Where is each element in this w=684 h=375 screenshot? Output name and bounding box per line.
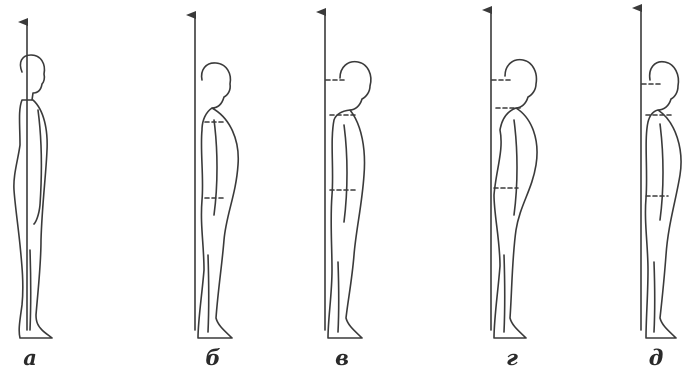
body-front-outline xyxy=(14,100,52,338)
figure-label-v: в xyxy=(322,346,362,370)
leg-gap-line xyxy=(338,262,339,332)
arm-outline xyxy=(660,124,663,220)
posture-figure-d xyxy=(641,8,681,338)
leg-gap-line xyxy=(30,250,31,330)
figure-label-a: а xyxy=(10,346,50,370)
head-outline xyxy=(202,63,231,108)
arm-outline xyxy=(34,110,41,224)
posture-figure-g xyxy=(491,10,537,338)
arm-outline xyxy=(344,125,347,222)
arm-outline xyxy=(514,120,517,215)
leg-gap-line xyxy=(504,255,505,332)
body-outline xyxy=(198,108,238,338)
figure-label-d: д xyxy=(636,346,676,370)
figure-label-b: б xyxy=(193,346,233,370)
head-outline xyxy=(20,55,44,100)
head-outline xyxy=(505,60,536,108)
arm-outline xyxy=(214,120,217,215)
posture-figure-b xyxy=(195,15,238,338)
head-outline xyxy=(650,62,679,110)
posture-figure-v xyxy=(325,12,371,338)
posture-figure-a xyxy=(14,22,52,338)
leg-gap-line xyxy=(654,262,655,332)
body-outline xyxy=(645,110,681,338)
head-outline xyxy=(340,62,371,110)
leg-gap-line xyxy=(208,255,209,332)
figure-label-g: г xyxy=(492,346,532,370)
